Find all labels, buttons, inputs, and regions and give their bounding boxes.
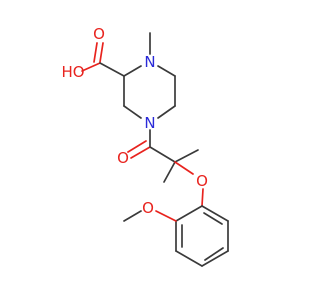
bond-ar-6-1 xyxy=(201,205,229,222)
bond-aryl-methoxy-o xyxy=(155,210,177,222)
n4-label: N xyxy=(144,114,155,132)
bond-n4-c3 xyxy=(123,105,142,119)
bond-n1-c6 xyxy=(157,65,176,77)
bond-cooh-ring xyxy=(99,62,125,77)
bond-ar-inner-3 xyxy=(203,212,223,225)
bond-c-o-double-a xyxy=(99,42,104,63)
bond-ether-o-aryl xyxy=(201,188,204,207)
bond-methoxy-o-methyl xyxy=(123,210,142,222)
hydroxyl-label: HO xyxy=(61,63,84,81)
bond-c5-n4 xyxy=(157,105,176,119)
bond-ar-3-4 xyxy=(175,250,203,267)
bond-ar-inner-2 xyxy=(204,247,224,261)
carboxylic-acid-group xyxy=(81,42,125,77)
bond-ar-4-5 xyxy=(201,250,229,267)
bond-c-oh xyxy=(81,62,101,72)
bond-quat-ether-o xyxy=(174,161,194,175)
chemical-structure-diagram: O HO N N O O O xyxy=(61,25,229,267)
bond-ar-1-2 xyxy=(175,205,203,222)
carbonyl-oxygen-label: O xyxy=(93,25,105,43)
bond-c-o-double-b xyxy=(93,42,98,63)
bond-carbonyl-o-b xyxy=(127,140,147,153)
ketone-oxygen-label: O xyxy=(117,149,129,167)
methoxy-group xyxy=(123,210,177,222)
ether-oxygen-label: O xyxy=(196,172,208,190)
bond-quat-methyl-a xyxy=(174,149,199,163)
amide-linker xyxy=(127,129,204,207)
methoxy-oxygen-label: O xyxy=(142,199,154,217)
bond-c2-n1 xyxy=(123,65,142,77)
n1-label: N xyxy=(144,53,155,71)
bond-carbonyl-quat xyxy=(149,146,176,163)
bond-carbonyl-o-a xyxy=(130,146,151,159)
piperazine-ring xyxy=(123,32,176,119)
bond-quat-methyl-b xyxy=(163,161,176,183)
benzene-ring xyxy=(175,205,229,267)
